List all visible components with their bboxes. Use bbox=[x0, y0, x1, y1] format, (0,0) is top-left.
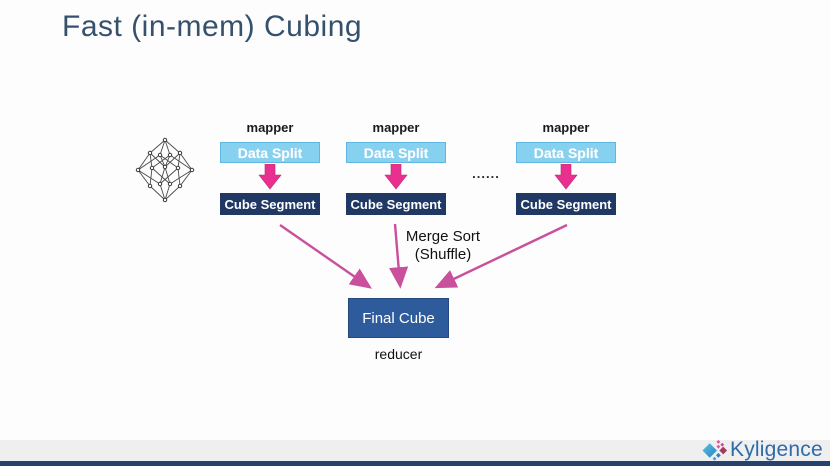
brand-logo: Kyligence bbox=[702, 437, 823, 463]
kyligence-diamond-icon bbox=[702, 439, 728, 461]
page-title: Fast (in-mem) Cubing bbox=[62, 10, 363, 43]
brand-name: Kyligence bbox=[730, 438, 823, 461]
cube-segment-box: Cube Segment bbox=[220, 193, 320, 215]
mapper-label: mapper bbox=[542, 120, 590, 135]
merge-sort-line2: (Shuffle) bbox=[414, 246, 472, 263]
final-cube-box: Final Cube bbox=[348, 298, 449, 338]
cube-segment-box: Cube Segment bbox=[346, 193, 446, 215]
reducer-label: reducer bbox=[374, 346, 423, 362]
data-split-box: Data Split bbox=[220, 142, 320, 163]
cube-segment-box: Cube Segment bbox=[516, 193, 616, 215]
merge-sort-label: Merge Sort (Shuffle) bbox=[378, 228, 508, 264]
down-arrow-icon bbox=[554, 164, 578, 190]
merge-sort-line1: Merge Sort bbox=[405, 228, 481, 245]
data-split-box: Data Split bbox=[516, 142, 616, 163]
down-arrow-icon bbox=[384, 164, 408, 190]
ellipsis-dots: ...... bbox=[472, 166, 500, 181]
footer-accent-bar bbox=[0, 461, 830, 466]
mapper-label: mapper bbox=[246, 120, 294, 135]
data-split-box: Data Split bbox=[346, 142, 446, 163]
cube-lattice-icon bbox=[135, 137, 195, 203]
mapper-label: mapper bbox=[372, 120, 420, 135]
converging-arrows bbox=[279, 223, 568, 289]
footer-strip bbox=[0, 440, 830, 461]
down-arrow-icon bbox=[258, 164, 282, 190]
